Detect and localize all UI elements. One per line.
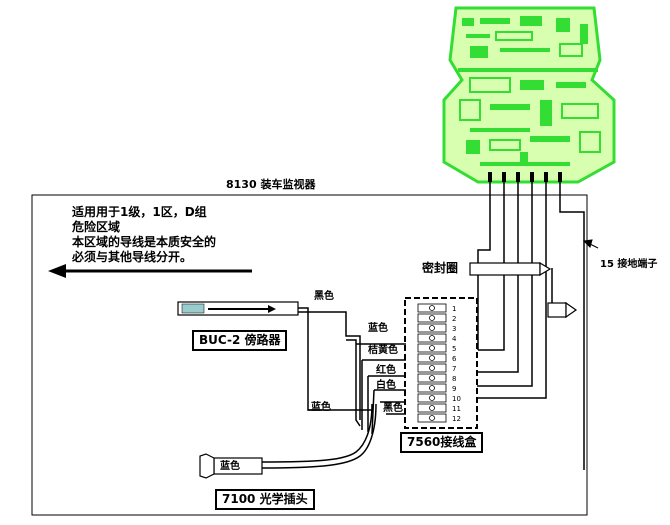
terminal-number: 5 bbox=[452, 345, 456, 353]
wire-label-black-top: 黑色 bbox=[314, 291, 334, 302]
terminal-7: 7 bbox=[417, 363, 456, 373]
hazard-line-4: 必须与其他导线分开。 bbox=[72, 250, 193, 264]
terminal-9: 9 bbox=[417, 383, 456, 393]
terminal-number: 1 bbox=[452, 305, 456, 313]
seal-label: 密封圈 bbox=[422, 261, 459, 275]
hazard-arrow bbox=[48, 264, 252, 278]
bypass-label: BUC-2 傍路器 bbox=[192, 330, 288, 352]
enclosure-border bbox=[31, 194, 588, 516]
terminal-number: 8 bbox=[452, 375, 456, 383]
wire-label-white: 白色 bbox=[376, 380, 396, 391]
wire-label-blue-mid: 蓝色 bbox=[368, 323, 388, 334]
wire-label-black-low: 黑色 bbox=[383, 403, 403, 414]
ground-pointer bbox=[582, 239, 599, 249]
wire-label-orange-yellow: 桔黄色 bbox=[368, 345, 398, 356]
ground-lug bbox=[547, 301, 578, 319]
hazard-line-1: 适用用于1级，1区，D组 bbox=[72, 205, 207, 219]
wire-label-blue-probe: 蓝色 bbox=[220, 461, 240, 472]
bypass-device bbox=[177, 301, 299, 316]
terminal-2: 2 bbox=[417, 313, 456, 323]
terminal-number: 11 bbox=[452, 405, 461, 413]
terminal-number: 3 bbox=[452, 325, 456, 333]
terminal-number: 12 bbox=[452, 415, 461, 423]
terminal-number: 10 bbox=[452, 395, 461, 403]
terminal-10: 10 bbox=[417, 393, 461, 403]
terminal-6: 6 bbox=[417, 353, 457, 363]
seal-gland bbox=[469, 261, 552, 277]
ground-terminal-label: 15 接地端子 bbox=[600, 259, 658, 270]
probe-label: 7100 光学插头 bbox=[215, 489, 315, 511]
terminal-number: 9 bbox=[452, 385, 456, 393]
optical-probe bbox=[199, 453, 263, 479]
monitor-pcb bbox=[442, 6, 616, 184]
terminal-11: 11 bbox=[417, 403, 461, 413]
wire-label-red: 红色 bbox=[376, 365, 396, 376]
terminal-3: 3 bbox=[417, 323, 456, 333]
terminal-number: 2 bbox=[452, 315, 456, 323]
terminal-5: 5 bbox=[417, 343, 456, 353]
terminal-number: 7 bbox=[452, 365, 456, 373]
terminal-4: 4 bbox=[417, 333, 457, 343]
field-wires bbox=[261, 307, 406, 469]
terminal-1: 1 bbox=[417, 303, 456, 313]
diagram-title: 8130 装车监视器 bbox=[226, 178, 316, 191]
hazard-line-3: 本区域的导线是本质安全的 bbox=[72, 235, 217, 249]
terminal-8: 8 bbox=[417, 373, 456, 383]
pcb-wires bbox=[476, 182, 585, 470]
hazard-warning: 适用用于1级，1区，D组 危险区域 本区域的导线是本质安全的 必须与其他导线分开… bbox=[72, 205, 216, 265]
wire-label-blue-low: 蓝色 bbox=[311, 402, 331, 413]
terminal-number: 4 bbox=[452, 335, 457, 343]
hazard-line-2: 危险区域 bbox=[72, 220, 121, 234]
terminal-12: 12 bbox=[417, 413, 461, 423]
junction-box-label: 7560接线盒 bbox=[400, 432, 484, 454]
terminal-number: 6 bbox=[452, 355, 457, 363]
